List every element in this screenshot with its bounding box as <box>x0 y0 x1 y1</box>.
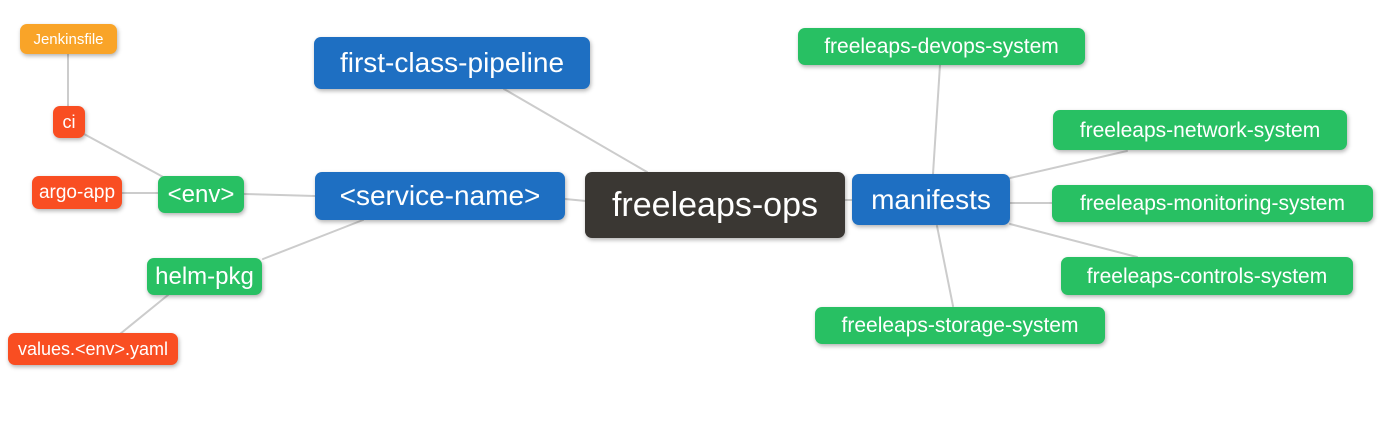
edge-manifests--freeleaps-controls-system <box>1009 223 1138 258</box>
edge-service-name--freeleaps-ops <box>564 198 587 202</box>
edge-service-name--helm-pkg <box>262 219 364 260</box>
node-jenkinsfile[interactable]: Jenkinsfile <box>20 24 117 54</box>
node-label: <env> <box>167 180 235 208</box>
node-label: argo-app <box>38 182 116 203</box>
edge-first-class-pipeline--freeleaps-ops <box>503 88 648 173</box>
node-freeleaps-monitoring-system[interactable]: freeleaps-monitoring-system <box>1052 185 1373 222</box>
node-label: freeleaps-controls-system <box>1086 264 1328 288</box>
node-label: first-class-pipeline <box>339 47 565 78</box>
node-label: freeleaps-devops-system <box>824 35 1059 58</box>
edge-ci--env <box>83 133 166 179</box>
node-env[interactable]: <env> <box>158 176 244 213</box>
node-values-env-yaml[interactable]: values.<env>.yaml <box>8 333 178 365</box>
node-label: freeleaps-ops <box>611 186 818 224</box>
node-label: manifests <box>871 183 991 215</box>
node-label: values.<env>.yaml <box>17 339 169 359</box>
node-freeleaps-network-system[interactable]: freeleaps-network-system <box>1053 110 1347 150</box>
edge-helm-pkg--values-env-yaml <box>119 294 169 335</box>
node-freeleaps-ops[interactable]: freeleaps-ops <box>585 172 845 238</box>
node-helm-pkg[interactable]: helm-pkg <box>147 258 262 295</box>
edge-manifests--freeleaps-network-system <box>1009 150 1128 179</box>
node-label: ci <box>62 112 76 132</box>
node-first-class-pipeline[interactable]: first-class-pipeline <box>314 37 590 89</box>
edge-env--service-name <box>243 193 316 197</box>
node-freeleaps-devops-system[interactable]: freeleaps-devops-system <box>798 28 1085 65</box>
edge-manifests--freeleaps-storage-system <box>936 225 954 307</box>
node-label: Jenkinsfile <box>33 30 104 48</box>
node-manifests[interactable]: manifests <box>852 174 1010 225</box>
node-freeleaps-controls-system[interactable]: freeleaps-controls-system <box>1061 257 1353 295</box>
node-ci[interactable]: ci <box>53 106 85 138</box>
node-label: <service-name> <box>339 180 541 211</box>
edge-manifests--freeleaps-devops-system <box>932 64 941 175</box>
node-label: freeleaps-network-system <box>1079 118 1321 142</box>
node-argo-app[interactable]: argo-app <box>32 176 122 209</box>
node-label: freeleaps-storage-system <box>841 314 1079 337</box>
node-label: freeleaps-monitoring-system <box>1080 192 1345 215</box>
node-service-name[interactable]: <service-name> <box>315 172 565 220</box>
node-label: helm-pkg <box>155 262 254 290</box>
node-freeleaps-storage-system[interactable]: freeleaps-storage-system <box>815 307 1105 344</box>
